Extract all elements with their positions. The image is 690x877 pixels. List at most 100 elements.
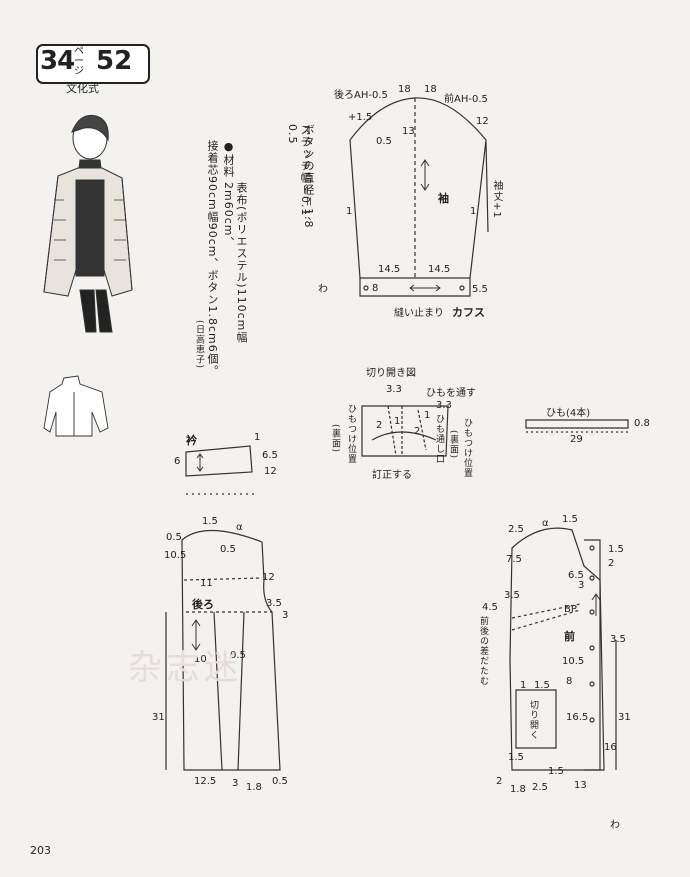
back-0-5a: 0.5 [166,532,182,543]
sleeve-front-ah: 前AH-0.5 [444,94,488,105]
tie-length: 29 [570,434,583,445]
back-1-5: 1.5 [202,516,218,527]
front-10-5: 10.5 [562,656,585,667]
back-0-5d: 0.5 [272,776,288,787]
sleeve-width-1: 14.5 [378,264,401,275]
sleeve-cap-height: 13 [402,126,415,137]
detail-2a: 2 [376,420,383,431]
sleeve-top-right: 18 [424,84,437,95]
front-7-5: 7.5 [506,554,522,565]
back-12-5: 12.5 [194,776,217,787]
detail-reverse-right: (裏面) [448,430,458,460]
tie-name: ひも(4本) [546,408,591,419]
sleeve-width-2: 14.5 [428,264,451,275]
front-16: 16 [604,742,617,753]
source-caption: 文化式 [66,82,99,95]
front-13: 13 [574,780,587,791]
front-1-5e: 1.5 [548,766,564,777]
front-alpha: α [542,518,549,529]
detail-2b: 2 [414,426,421,437]
collar-6-5: 6.5 [262,450,278,461]
front-3-5a: 3.5 [504,590,520,601]
back-11: 11 [200,578,213,589]
front-31: 31 [618,712,631,723]
sew-stop-label: 縫い止まり [394,308,444,319]
front-2-5b: 2.5 [532,782,548,793]
tie-pattern [525,419,629,433]
back-0-5c: 0.5 [230,650,246,661]
back-31: 31 [152,712,165,723]
front-2b: 2 [496,776,503,787]
sleeve-0-5: 0.5 [376,136,392,147]
page-ref-number: 34 [40,46,75,76]
watermark: 杂志迷 [128,648,242,688]
front-1: 1 [520,680,527,691]
back-10-5: 10.5 [164,550,187,561]
front-slash-open: 切り開く [528,700,538,740]
sleeve-fold: わ [318,284,328,295]
back-0-5b: 0.5 [220,544,236,555]
front-1-5a: 1.5 [562,514,578,525]
item-number: 52 [96,46,133,76]
collar-12: 12 [264,466,277,477]
detail-reverse-left: (裏面) [330,424,340,454]
front-1-5d: 1.5 [508,752,524,763]
back-view-sketch [43,375,109,437]
detail-3-3a: 3.3 [386,384,402,395]
front-2: 2 [608,558,615,569]
detail-thread-opening: ひも通し口 [434,414,444,464]
page-ref-badge [36,44,150,84]
detail-title: 切り開き図 [366,368,416,379]
collar-name: 衿 [186,434,197,447]
detail-correct: 訂正する [372,470,412,481]
designer-credit: (日高恵子) [194,320,204,370]
back-12: 12 [262,572,275,583]
sleeve-name: 袖 [438,192,449,205]
sleeve-plus-1-5: +1.5 [348,112,373,123]
front-16-5: 16.5 [566,712,589,723]
notes-line-2: ステッチ幅＝0.1、0.5 [286,124,312,229]
front-2-5a: 2.5 [508,524,524,535]
model-illustration [43,114,133,333]
page-number: 203 [30,844,51,857]
sleeve-length: 袖丈+1 [491,180,502,219]
front-1-8: 1.8 [510,784,526,795]
sleeve-pattern [349,97,489,297]
back-name: 後ろ [192,598,214,611]
collar-1: 1 [254,432,261,443]
cuff-width: 8 [372,283,379,294]
front-6-5: 6.5 [568,570,584,581]
sleeve-top-left: 18 [398,84,411,95]
detail-1a: 1 [394,416,401,427]
cuff-label: カフス [452,306,485,319]
sleeve-back-ah: 後ろAH-0.5 [334,90,388,101]
sleeve-left-1: 1 [346,206,353,217]
sleeve-12: 12 [476,116,489,127]
front-name: 前 [564,630,575,643]
detail-tie-pos-right: ひもつけ位置 [462,418,472,478]
materials-heading: ●材料 [222,140,235,178]
page-unit: ページ [74,46,84,77]
materials-line-1: 表布(ポリエステル)110cm幅2m60cm、 [222,182,248,344]
front-3-5b: 3.5 [610,634,626,645]
tie-width: 0.8 [634,418,650,429]
back-3-5: 3.5 [266,598,282,609]
collar-pattern [185,445,256,495]
front-1-5c: 1.5 [534,680,550,691]
back-3b: 3 [232,778,239,789]
detail-tie-pos-left: ひもつけ位置 [346,404,356,464]
back-alpha: α [236,522,243,533]
collar-height: 6 [174,456,181,467]
materials-line-2: 接着芯90cm幅90cm、ボタン1.8cm6個。 [206,140,219,377]
front-bp: BP [564,604,577,615]
slash-spread-diagram [361,405,449,457]
back-3: 3 [282,610,289,621]
cuff-height: 5.5 [472,284,488,295]
detail-1b: 1 [424,410,431,421]
front-3: 3 [578,580,585,591]
front-fold: わ [610,820,620,831]
back-10: 10 [194,654,207,665]
front-body-pattern [509,527,617,771]
